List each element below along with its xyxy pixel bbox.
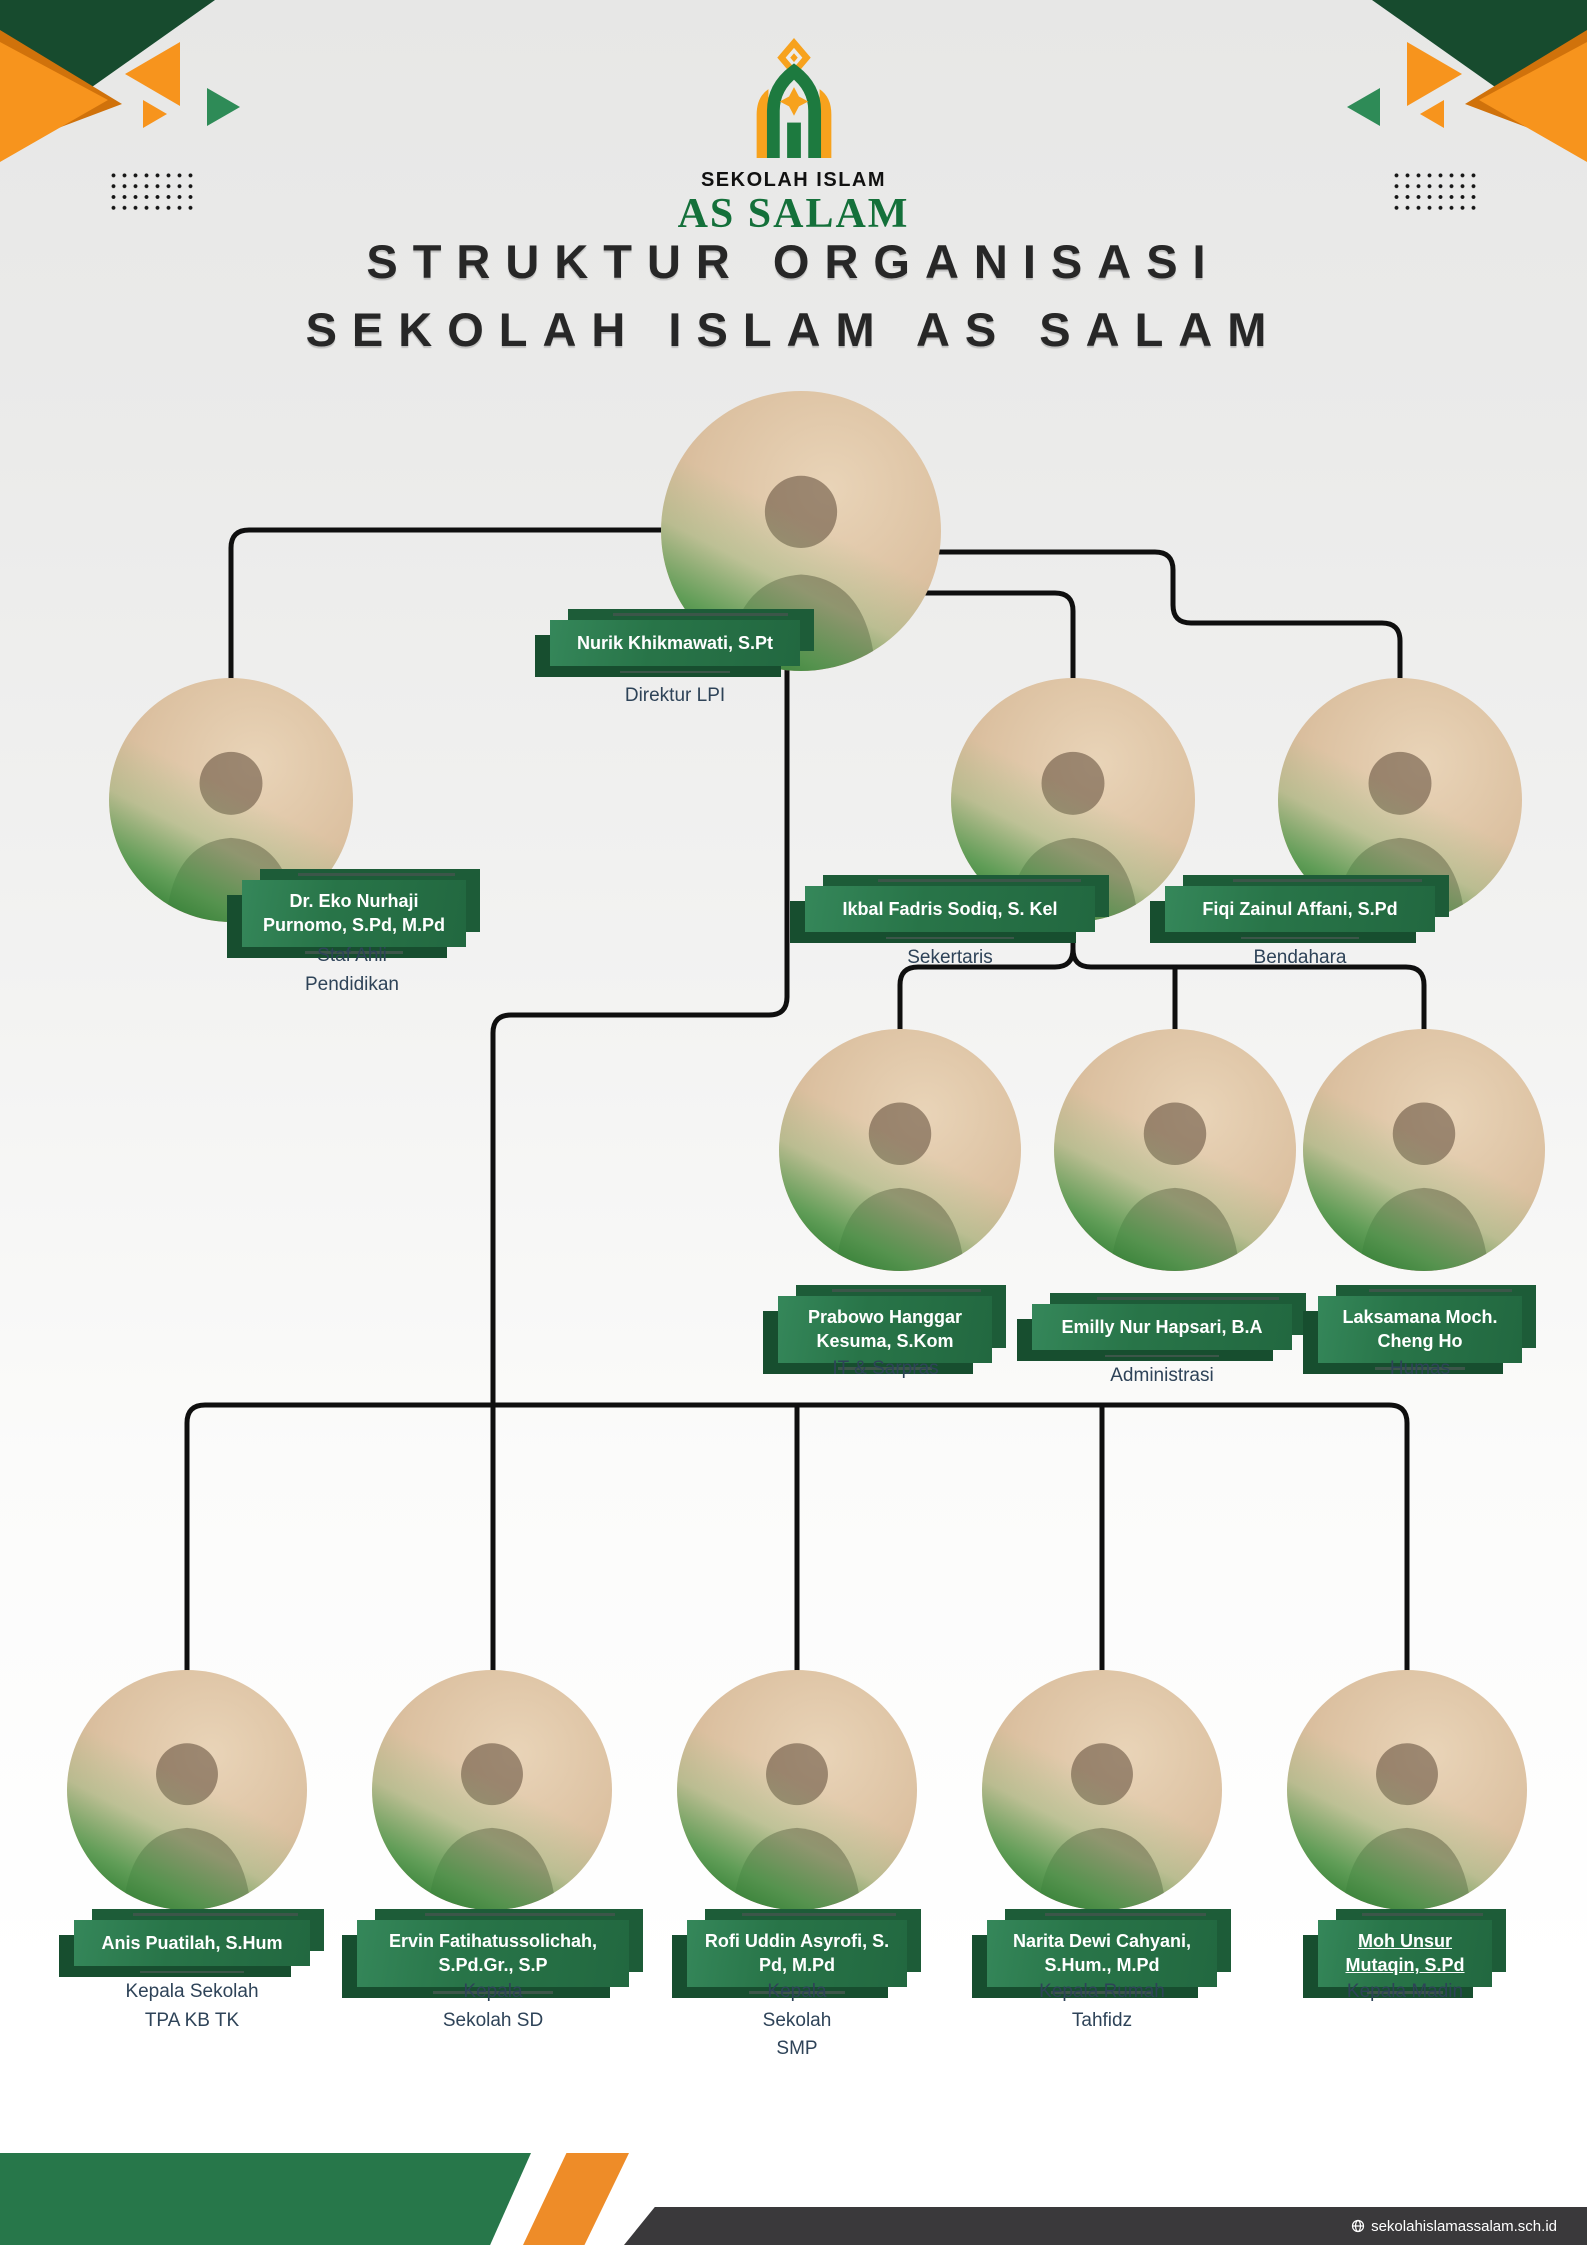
- member-name: Emilly Nur Hapsari, B.A: [1061, 1316, 1263, 1337]
- role-label: Sekertaris: [907, 947, 993, 968]
- page-title: STRUKTUR ORGANISASI SEKOLAH ISLAM AS SAL…: [0, 228, 1587, 364]
- person-silhouette-icon: [835, 1102, 965, 1271]
- member-photo: [779, 1029, 1021, 1271]
- name-label: Laksamana Moch. Cheng Ho: [1318, 1289, 1522, 1370]
- member-name: Fiqi Zainul Affani, S.Pd: [1202, 898, 1398, 919]
- name-label: Emilly Nur Hapsari, B.A: [1032, 1297, 1292, 1357]
- logo-text-line2: AS SALAM: [677, 191, 910, 237]
- role-label: IT & Sarpras: [832, 1358, 939, 1379]
- role-label: Kepala Madin: [1346, 1981, 1464, 2002]
- globe-icon: [1351, 2219, 1365, 2233]
- role-label: Kepala Sekolah SD: [442, 1981, 544, 2031]
- logo-text-line1: SEKOLAH ISLAM: [700, 169, 887, 191]
- name-label: Ikbal Fadris Sodiq, S. Kel: [805, 879, 1095, 939]
- name-label: Narita Dewi Cahyani, S.Hum., M.Pd: [987, 1913, 1217, 1994]
- role-label: Direktur LPI: [624, 685, 726, 706]
- name-label: Prabowo Hanggar Kesuma, S.Kom: [778, 1289, 992, 1370]
- role-label: Bendahara: [1253, 947, 1347, 968]
- member-photo: [372, 1670, 612, 1910]
- person-silhouette-icon: [1359, 1102, 1489, 1271]
- person-silhouette-icon: [428, 1742, 556, 1910]
- member-name: Ikbal Fadris Sodiq, S. Kel: [842, 898, 1058, 919]
- website-footer: sekolahislamassalam.sch.id: [1351, 2218, 1557, 2235]
- footer-bar: sekolahislamassalam.sch.id: [624, 2207, 1587, 2245]
- name-label: Fiqi Zainul Affani, S.Pd: [1165, 879, 1435, 939]
- page-title-line1: STRUKTUR ORGANISASI: [366, 235, 1221, 288]
- member-name: Moh Unsur Mutaqin, S.Pd: [1345, 1931, 1465, 1976]
- mosque-logo-icon: [756, 38, 831, 158]
- person-silhouette-icon: [1343, 1742, 1471, 1910]
- member-name: Laksamana Moch. Cheng Ho: [1342, 1307, 1498, 1352]
- member-photo: [109, 678, 353, 922]
- name-label: Moh Unsur Mutaqin, S.Pd: [1318, 1913, 1492, 1994]
- page-title-line2: SEKOLAH ISLAM AS SALAM: [305, 303, 1282, 357]
- role-label: Staf Ahli Pendidikan: [304, 945, 400, 995]
- footer-green-band: [0, 2153, 531, 2245]
- name-label: Nurik Khikmawati, S.Pt: [550, 613, 800, 673]
- member-name: Dr. Eko Nurhaji Purnomo, S.Pd, M.Pd: [262, 891, 445, 936]
- member-name: Rofi Uddin Asyrofi, S. Pd, M.Pd: [704, 1931, 890, 1976]
- role-label: Kepala Sekolah TPA KB TK: [125, 1981, 259, 2031]
- role-label: Kepala Rumah Tahfidz: [1039, 1981, 1165, 2031]
- member-photo: [1287, 1670, 1527, 1910]
- role-label: Kepala Sekolah SMP: [762, 1981, 832, 2059]
- member-photo: [661, 391, 941, 671]
- member-name: Anis Puatilah, S.Hum: [101, 1932, 283, 1953]
- role-label: Administrasi: [1110, 1365, 1214, 1386]
- person-silhouette-icon: [1110, 1102, 1240, 1271]
- member-photo: [1303, 1029, 1545, 1271]
- member-photo: [1054, 1029, 1296, 1271]
- person-silhouette-icon: [1038, 1742, 1166, 1910]
- name-label: Rofi Uddin Asyrofi, S. Pd, M.Pd: [687, 1913, 907, 1994]
- member-name: Ervin Fatihatussolichah, S.Pd.Gr., S.P: [388, 1931, 598, 1976]
- member-name: Prabowo Hanggar Kesuma, S.Kom: [807, 1307, 963, 1352]
- website-url: sekolahislamassalam.sch.id: [1371, 2217, 1557, 2235]
- name-label: Ervin Fatihatussolichah, S.Pd.Gr., S.P: [357, 1913, 629, 1994]
- member-name: Nurik Khikmawati, S.Pt: [576, 632, 774, 653]
- role-label: Humas: [1389, 1358, 1451, 1379]
- name-label: Dr. Eko Nurhaji Purnomo, S.Pd, M.Pd: [242, 873, 466, 954]
- member-photo: [67, 1670, 307, 1910]
- person-silhouette-icon: [123, 1742, 251, 1910]
- school-logo: SEKOLAH ISLAM AS SALAM: [0, 36, 1587, 238]
- name-label: Anis Puatilah, S.Hum: [74, 1913, 310, 1973]
- member-photo: [982, 1670, 1222, 1910]
- member-name: Narita Dewi Cahyani, S.Hum., M.Pd: [1012, 1931, 1192, 1976]
- member-photo: [677, 1670, 917, 1910]
- person-silhouette-icon: [733, 1742, 861, 1910]
